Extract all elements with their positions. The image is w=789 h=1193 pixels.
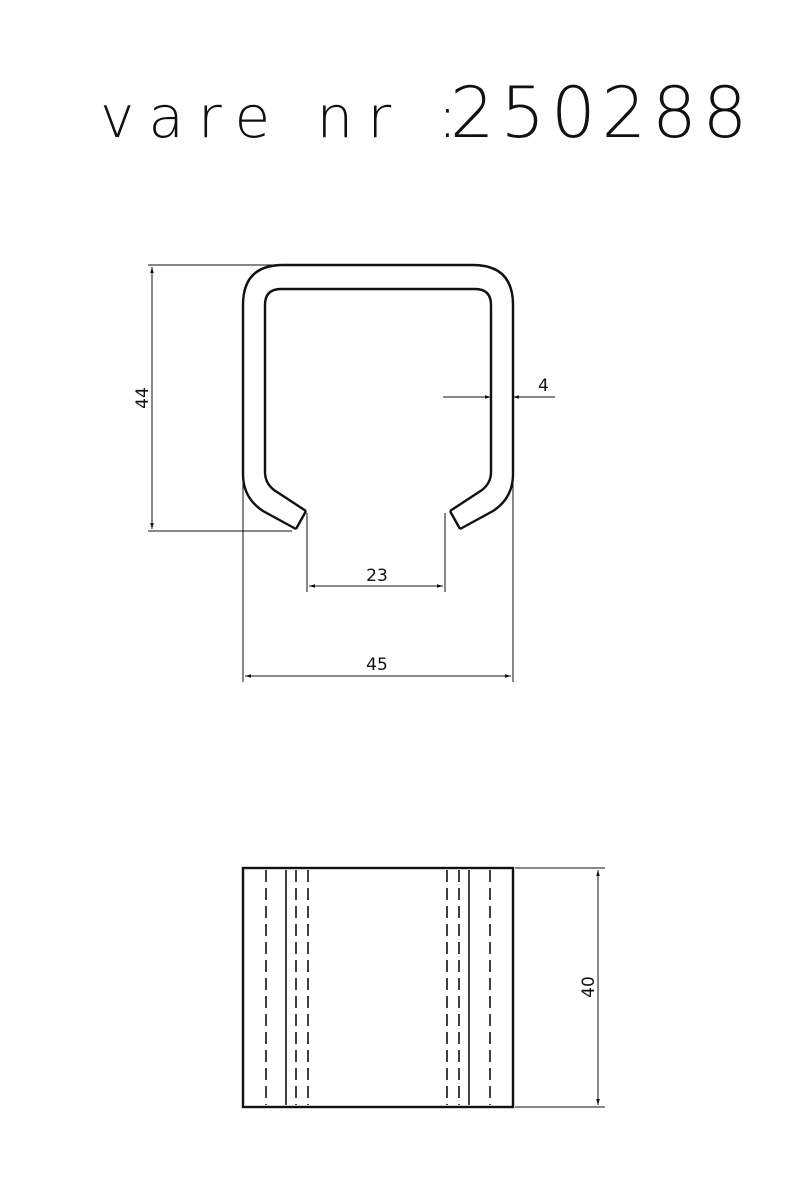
dimension-height-label: 44 <box>133 387 153 409</box>
dimension-opening: 23 <box>306 513 446 592</box>
side-view-outline <box>241 866 515 1109</box>
dimension-width-label: 45 <box>366 655 388 675</box>
profile-side-view: 40 <box>241 866 605 1109</box>
dimension-opening-label: 23 <box>366 566 388 586</box>
dimension-length: 40 <box>515 867 605 1108</box>
hidden-lines-right <box>446 870 491 1105</box>
profile-left-end <box>294 510 308 530</box>
hidden-lines-left <box>265 870 309 1105</box>
dimension-thickness: 4 <box>443 376 555 399</box>
dimension-length-label: 40 <box>579 976 599 998</box>
dimension-thickness-label: 4 <box>538 376 549 396</box>
profile-inner-contour <box>263 287 493 513</box>
profile-outer-contour <box>241 263 515 531</box>
profile-right-end <box>448 510 462 530</box>
dimension-width: 45 <box>242 483 514 682</box>
item-number-label: vare nr : <box>100 83 471 151</box>
dimension-height: 44 <box>133 264 292 532</box>
profile-section-view: 44 4 23 45 <box>133 263 555 682</box>
drawing-title: vare nr : 250288 <box>100 72 753 154</box>
item-number-value: 250288 <box>450 72 753 154</box>
